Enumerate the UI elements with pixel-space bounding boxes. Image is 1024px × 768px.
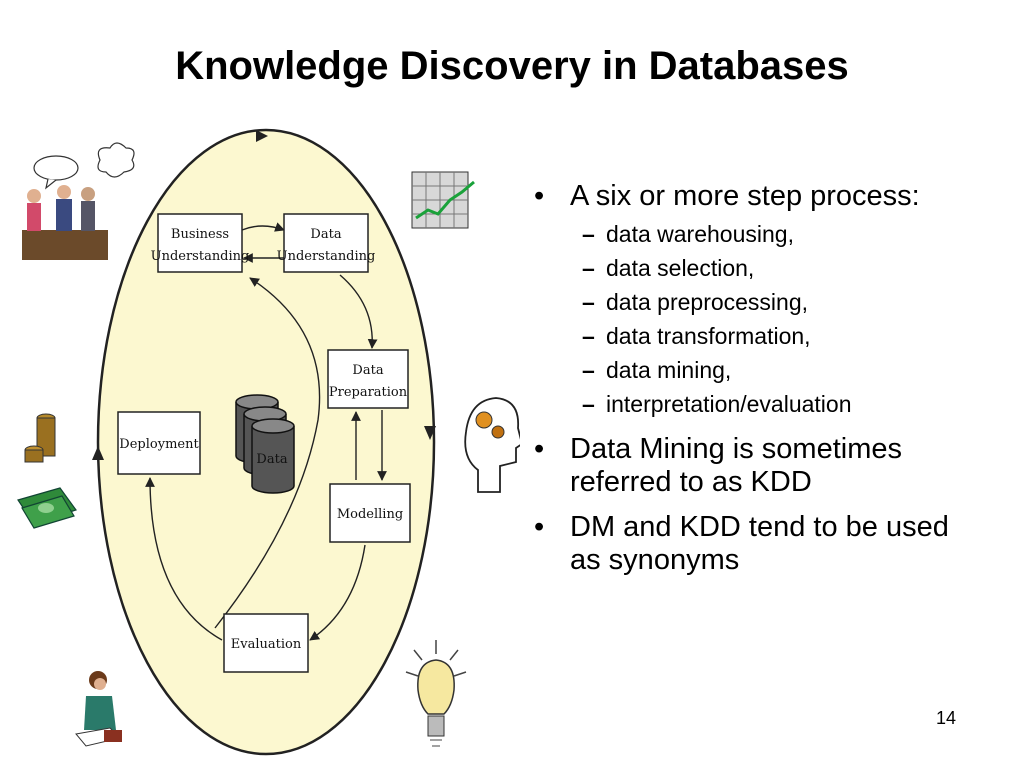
cycle-arrow-left (92, 446, 104, 460)
step-deployment: Deployment (117, 411, 201, 475)
crisp-dm-diagram: Business Understanding Data Understandin… (17, 128, 520, 756)
money-stack-icon (17, 487, 77, 529)
arrow-eval-to-deploy (145, 477, 223, 641)
cycle-arrow-top (256, 130, 268, 142)
database-label: Data (256, 452, 287, 467)
bullet-dm-kdd: DM and KDD tend to be used as synonyms (528, 511, 968, 577)
step-data-preparation: Data Preparation (327, 349, 409, 409)
cycle-arrow-right (424, 426, 436, 440)
sub-bullet: data warehousing, (570, 217, 968, 251)
arrow-model-to-eval (309, 544, 366, 641)
arrow-bu-to-du (241, 222, 285, 232)
sub-bullet: data mining, (570, 353, 968, 387)
meeting-people-icon (22, 142, 135, 260)
step-prep-label-2: Preparation (329, 385, 408, 400)
arrow-eval-to-business (214, 277, 321, 629)
sub-bullet: interpretation/evaluation (570, 387, 968, 421)
sub-bullet: data preprocessing, (570, 285, 968, 319)
coins-icon (24, 413, 56, 463)
page-number: 14 (936, 708, 957, 728)
step-du-label-2: Understanding (277, 249, 376, 264)
step-data-understanding: Data Understanding (277, 213, 376, 273)
sub-bullet-list: data warehousing, data selection, data p… (570, 217, 968, 421)
step-business-label-2: Understanding (151, 249, 250, 264)
sub-bullet: data transformation, (570, 319, 968, 353)
step-evaluation: Evaluation (223, 613, 309, 673)
database-icon: Data (235, 394, 295, 494)
bullet-list: A six or more step process: data warehou… (528, 180, 968, 589)
bullet-six-step-text: A six or more step process: (570, 180, 920, 212)
stock-chart-icon (411, 171, 475, 229)
step-prep-label-1: Data (352, 363, 383, 378)
person-writing-icon (75, 671, 122, 747)
step-modelling: Modelling (329, 483, 411, 543)
step-du-label-1: Data (310, 227, 341, 242)
slide-title: Knowledge Discovery in Databases (175, 44, 849, 88)
step-modelling-label: Modelling (337, 507, 403, 522)
bullet-kdd-synonym: Data Mining is sometimes referred to as … (528, 433, 968, 499)
step-business-label-1: Business (171, 227, 229, 242)
light-bulb-icon (405, 640, 467, 747)
step-deployment-label: Deployment (119, 437, 199, 452)
head-gears-icon (464, 397, 520, 493)
step-evaluation-label: Evaluation (231, 637, 302, 652)
step-business-understanding: Business Understanding (151, 213, 250, 273)
bullet-six-step: A six or more step process: data warehou… (528, 180, 968, 421)
sub-bullet: data selection, (570, 251, 968, 285)
arrow-du-to-prep (339, 274, 378, 349)
